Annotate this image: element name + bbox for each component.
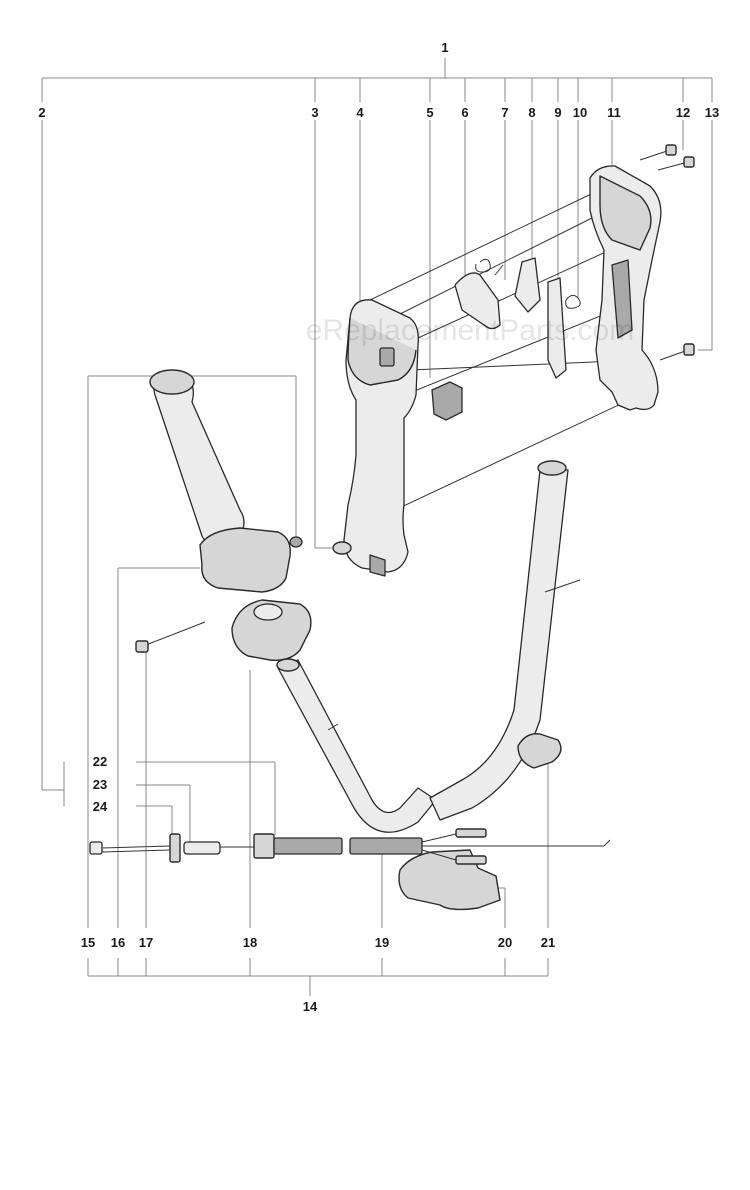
callout-6: 6 xyxy=(461,105,468,120)
lever-9 xyxy=(547,277,567,379)
callout-23: 23 xyxy=(93,777,107,792)
callout-15: 15 xyxy=(81,935,95,950)
clamp-lower-18 xyxy=(231,599,312,661)
screw-12 xyxy=(639,144,695,171)
cable-adjuster-24 xyxy=(169,833,181,863)
callout-9: 9 xyxy=(554,105,561,120)
callout-10: 10 xyxy=(573,105,587,120)
callout-14: 14 xyxy=(303,999,318,1014)
spring-10 xyxy=(565,294,581,309)
throttle-trigger-6 xyxy=(454,272,501,330)
nut-3 xyxy=(332,541,352,555)
callout-22: 22 xyxy=(93,754,107,769)
lock-8 xyxy=(514,257,541,313)
callout-19: 19 xyxy=(375,935,389,950)
cable-clip-23 xyxy=(183,841,221,855)
callout-12: 12 xyxy=(676,105,690,120)
callout-18: 18 xyxy=(243,935,257,950)
callout-20: 20 xyxy=(498,935,512,950)
callout-1: 1 xyxy=(441,40,448,55)
leader-lines xyxy=(41,58,713,996)
callout-13: 13 xyxy=(705,105,719,120)
loop-tube-19 xyxy=(277,659,437,833)
callout-8: 8 xyxy=(528,105,535,120)
cable-holder-22 xyxy=(253,833,275,859)
callout-16: 16 xyxy=(111,935,125,950)
callout-numbers: 1 2 3 4 5 6 7 8 9 10 11 12 13 14 15 16 1… xyxy=(38,40,719,1014)
callout-3: 3 xyxy=(311,105,318,120)
callout-5: 5 xyxy=(426,105,433,120)
throttle-cable xyxy=(89,828,611,865)
callout-11: 11 xyxy=(607,105,621,120)
callout-4: 4 xyxy=(356,105,364,120)
callout-17: 17 xyxy=(139,935,153,950)
knob-21 xyxy=(517,733,562,769)
rear-handle-assembly xyxy=(332,144,695,577)
grip-15 xyxy=(153,373,245,547)
spacer-20 xyxy=(398,849,501,911)
loop-handle-assembly xyxy=(135,369,581,911)
screw-13 xyxy=(659,343,695,361)
watermark: eReplacementParts.com xyxy=(306,314,634,347)
clamp-upper-16 xyxy=(199,527,291,593)
switch-5 xyxy=(431,381,463,421)
callout-21: 21 xyxy=(541,935,555,950)
callout-7: 7 xyxy=(501,105,508,120)
bolt-17 xyxy=(135,621,206,653)
callout-2: 2 xyxy=(38,105,45,120)
callout-24: 24 xyxy=(93,799,108,814)
spring-7 xyxy=(475,258,504,276)
